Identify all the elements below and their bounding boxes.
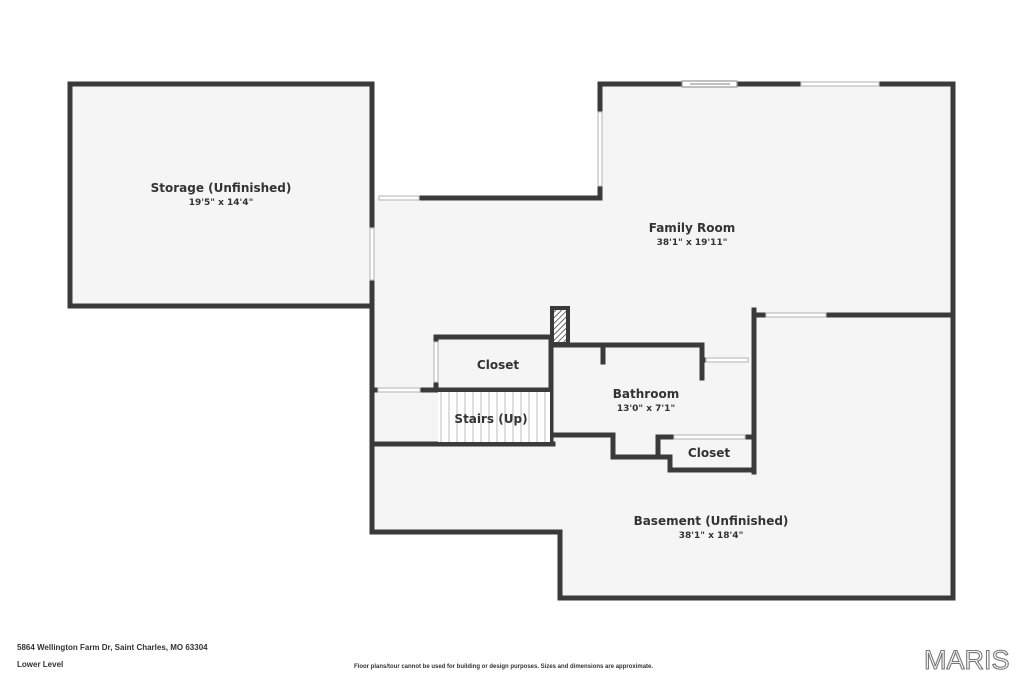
closet-label: Closet: [688, 446, 730, 460]
family-room-label: Family Room: [649, 221, 736, 235]
doorway: [673, 434, 746, 440]
openings: [369, 80, 880, 440]
bathroom-label: Bathroom: [613, 387, 679, 401]
main-floor: [372, 84, 953, 598]
doorway: [369, 227, 375, 281]
stairs-treads: [438, 392, 550, 442]
doorway: [378, 195, 420, 201]
closet-label: Closet: [477, 358, 519, 372]
floor-level: Lower Level: [17, 660, 64, 669]
basement-label: Basement (Unfinished): [634, 514, 789, 528]
basement-dimensions: 38'1" x 18'4": [679, 531, 744, 541]
utility-column: [550, 306, 570, 346]
storage-floor: [70, 84, 372, 306]
doorway: [377, 387, 421, 393]
floor-fills: [70, 84, 953, 598]
family-room-dimensions: 38'1" x 19'11": [657, 238, 728, 248]
doorway: [433, 341, 439, 383]
disclaimer: Floor plans/tour cannot be used for buil…: [354, 664, 654, 670]
storage-dimensions: 19'5" x 14'4": [189, 198, 254, 208]
room-labels: Storage (Unfinished) 19'5" x 14'4" Famil…: [151, 181, 789, 541]
brand-logo: MARIS: [923, 644, 1010, 675]
window: [800, 81, 880, 87]
doorway: [597, 111, 603, 187]
doorway: [765, 312, 827, 318]
storage-walls: [67, 81, 375, 309]
stairs-label: Stairs (Up): [454, 412, 527, 426]
bathroom-dimensions: 13'0" x 7'1": [617, 404, 675, 414]
storage-label: Storage (Unfinished): [151, 181, 292, 195]
property-address: 5864 Wellington Farm Dr, Saint Charles, …: [17, 643, 208, 652]
walls: [67, 81, 956, 601]
doorway: [705, 357, 749, 363]
